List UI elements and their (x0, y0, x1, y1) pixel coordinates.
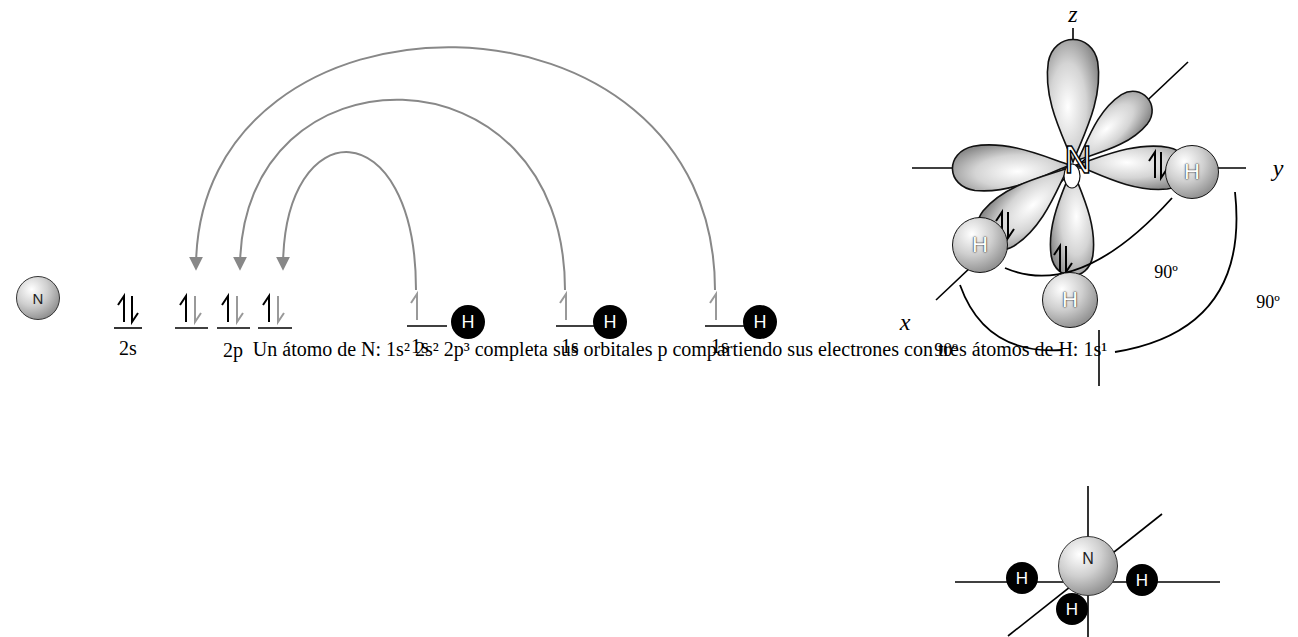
sharing-arcs (196, 47, 715, 290)
atom-symbol: N (33, 291, 44, 306)
atom-sphere: H (593, 305, 627, 339)
angle-label: 90º (1256, 293, 1280, 311)
axis-label: x (900, 310, 911, 334)
axes (912, 28, 1246, 386)
atom-sphere: H (743, 305, 777, 339)
atom-symbol: H (1062, 289, 1078, 311)
p-orbital-lobes (952, 40, 1190, 276)
orbital-label: 2p (223, 340, 243, 360)
atom-sphere: N (16, 276, 60, 320)
atom-sphere: H (952, 217, 1008, 273)
molecule-axes (955, 486, 1220, 637)
atom-sphere: N (1058, 536, 1118, 596)
atom-symbol: N (1064, 141, 1091, 179)
atom-symbol: N (1082, 551, 1094, 567)
atom-symbol: H (1184, 161, 1200, 183)
axis-label: z (1068, 2, 1077, 26)
atom-symbol: H (1066, 601, 1078, 618)
orbital-levels (114, 326, 745, 328)
atom-sphere: H (1042, 272, 1098, 328)
orbital-label: 2s (119, 338, 137, 358)
atom-sphere: H (1056, 593, 1088, 625)
atom-symbol: H (972, 234, 988, 256)
atom-symbol: H (462, 313, 475, 331)
atom-symbol: H (754, 313, 767, 331)
angle-arcs (960, 192, 1237, 352)
angle-label: 90º (1154, 263, 1178, 281)
atom-sphere: H (1126, 564, 1158, 596)
atom-sphere: H (451, 305, 485, 339)
axis-label: y (1273, 156, 1284, 180)
atom-symbol: H (1016, 570, 1028, 587)
figure-caption: Un átomo de N: 1s² 2s² 2p³ completa sus … (190, 336, 1170, 362)
atom-sphere: H (1165, 145, 1219, 199)
atom-sphere: H (1006, 562, 1038, 594)
atom-symbol: H (604, 313, 617, 331)
atom-symbol: H (1136, 572, 1148, 589)
